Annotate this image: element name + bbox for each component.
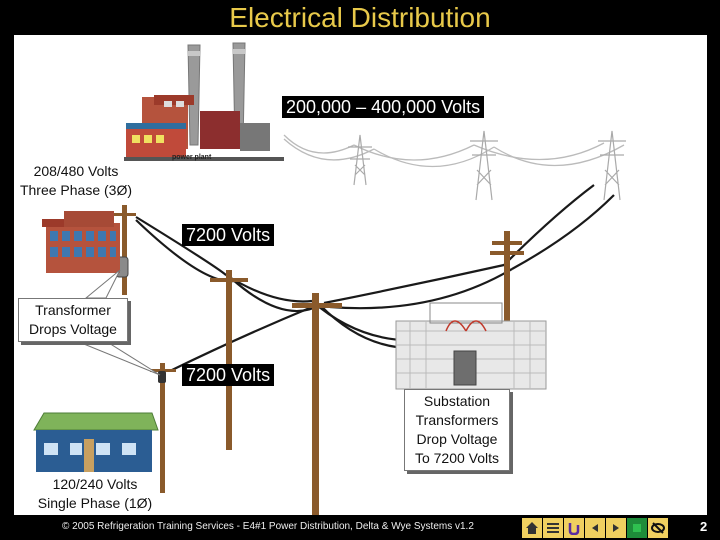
transformer-callout: Transformer Drops Voltage [18, 298, 128, 342]
commercial-voltage-line2: Three Phase (3Ø) [19, 182, 133, 198]
footer: © 2005 Refrigeration Training Services -… [0, 515, 720, 540]
return-icon[interactable] [564, 518, 584, 538]
exit-icon[interactable] [648, 518, 668, 538]
power-plant-sign: power plant [172, 154, 212, 161]
power-plant-icon [124, 42, 284, 161]
substation-icon [395, 302, 547, 390]
substation-line2: Transformers [415, 412, 499, 428]
transformer-callout-line1: Transformer [35, 302, 111, 318]
distribution-diagram: power plant [33, 42, 626, 515]
transmission-voltage-label: 200,000 – 400,000 Volts [282, 96, 485, 118]
commercial-voltage-line1: 208/480 Volts [33, 163, 119, 179]
page-number: 2 [700, 519, 708, 534]
diagram-panel: power plant [14, 35, 707, 515]
substation-callout: Substation Transformers Drop Voltage To … [404, 389, 510, 471]
commercial-building-icon [42, 211, 120, 273]
next-icon[interactable] [606, 518, 626, 538]
commercial-voltage-label: 208/480 Volts Three Phase (3Ø) [14, 162, 138, 200]
distribution-voltage-bottom-label: 7200 Volts [182, 364, 275, 386]
previous-icon[interactable] [585, 518, 605, 538]
substation-line3: Drop Voltage [416, 431, 498, 447]
color-swatch-icon [627, 518, 647, 538]
residential-voltage-line2: Single Phase (1Ø) [37, 495, 153, 511]
slide-title: Electrical Distribution [229, 2, 491, 33]
utility-poles [114, 205, 524, 515]
home-icon[interactable] [522, 518, 542, 538]
transmission-towers [348, 130, 626, 201]
transmission-lines [283, 134, 625, 168]
house-icon [33, 412, 159, 472]
residential-voltage-label: 120/240 Volts Single Phase (1Ø) [20, 475, 170, 513]
transformer-callout-line2: Drops Voltage [29, 321, 117, 337]
substation-line4: To 7200 Volts [414, 450, 500, 466]
copyright-text: © 2005 Refrigeration Training Services -… [62, 521, 474, 532]
substation-line1: Substation [423, 393, 491, 409]
menu-icon[interactable] [543, 518, 563, 538]
distribution-voltage-top-label: 7200 Volts [182, 224, 275, 246]
residential-voltage-line1: 120/240 Volts [52, 476, 138, 492]
